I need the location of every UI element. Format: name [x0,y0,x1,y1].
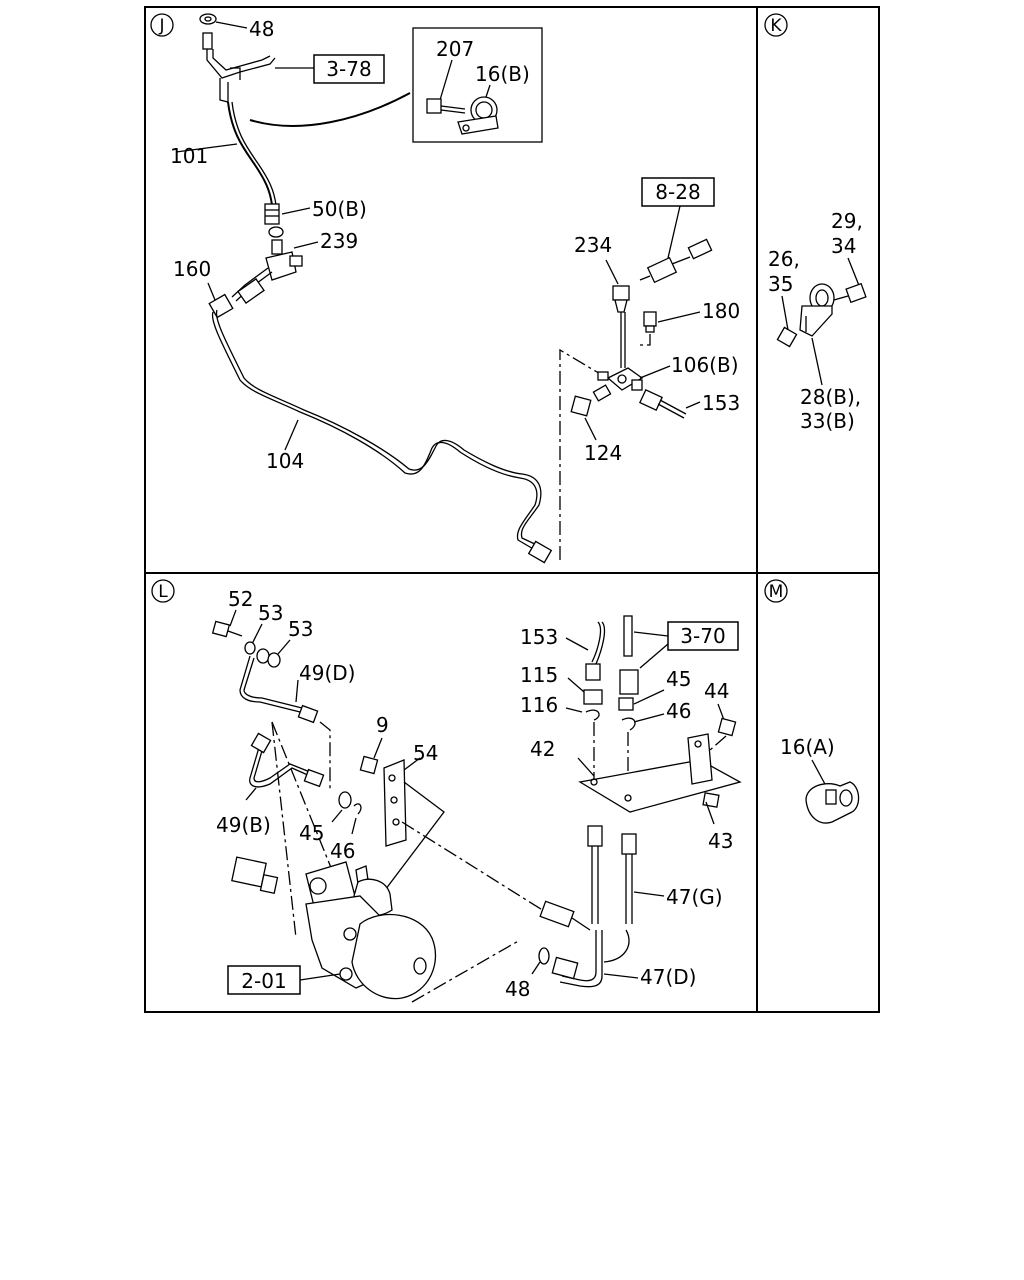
callout-115: 115 [520,663,558,687]
callout-34: 34 [831,234,856,258]
callout-42: 42 [530,737,555,761]
callout-239: 239 [320,229,358,253]
callout-104: 104 [266,449,304,473]
panel-l: L 52 53 53 49(D) 49(B) 9 [151,579,742,1003]
callout-47d: 47(D) [640,965,696,989]
panel-k: K 29, 34 26, 35 28(B), 33(B) [764,13,867,433]
callout-35: 35 [768,272,793,296]
ref-3-78: 3-78 [326,57,371,81]
callout-16a: 16(A) [780,735,835,759]
callout-49d: 49(D) [299,661,355,685]
callout-153-j: 153 [702,391,740,415]
callout-46-right: 46 [666,699,691,723]
panel-j: J 48 3-78 207 16(B) 101 [150,13,740,564]
callout-52: 52 [228,587,253,611]
callout-16b-inset: 16(B) [475,62,530,86]
callout-207: 207 [436,37,474,61]
ref-2-01: 2-01 [241,969,286,993]
callout-180: 180 [702,299,740,323]
callout-116: 116 [520,693,558,717]
callout-26: 26, [768,247,800,271]
callout-53b: 53 [288,617,313,641]
callout-153-l: 153 [520,625,558,649]
panel-l-marker: L [158,582,168,602]
callout-47g: 47(G) [666,885,723,909]
callout-106b: 106(B) [671,353,739,377]
callout-43: 43 [708,829,733,853]
callout-48-j: 48 [249,17,274,41]
panel-m: M 16(A) [764,579,860,824]
callout-50b: 50(B) [312,197,367,221]
callout-101: 101 [170,144,208,168]
callout-53a: 53 [258,601,283,625]
callout-124: 124 [584,441,622,465]
callout-49b: 49(B) [216,813,271,837]
diagram-frame [144,6,880,1013]
panel-k-marker: K [770,16,782,36]
callout-160: 160 [173,257,211,281]
callout-44: 44 [704,679,729,703]
ref-3-70: 3-70 [680,624,725,648]
ref-8-28: 8-28 [655,180,700,204]
panel-m-marker: M [769,582,784,602]
callout-29: 29, [831,209,863,233]
callout-28b: 28(B), [800,385,861,409]
callout-46-left: 46 [330,839,355,863]
callout-45-left: 45 [299,821,324,845]
callout-33b: 33(B) [800,409,855,433]
callout-54: 54 [413,741,438,765]
callout-9: 9 [376,713,389,737]
callout-48-l: 48 [505,977,530,1001]
callout-234: 234 [574,233,612,257]
panel-j-marker: J [158,16,164,36]
callout-45-right: 45 [666,667,691,691]
